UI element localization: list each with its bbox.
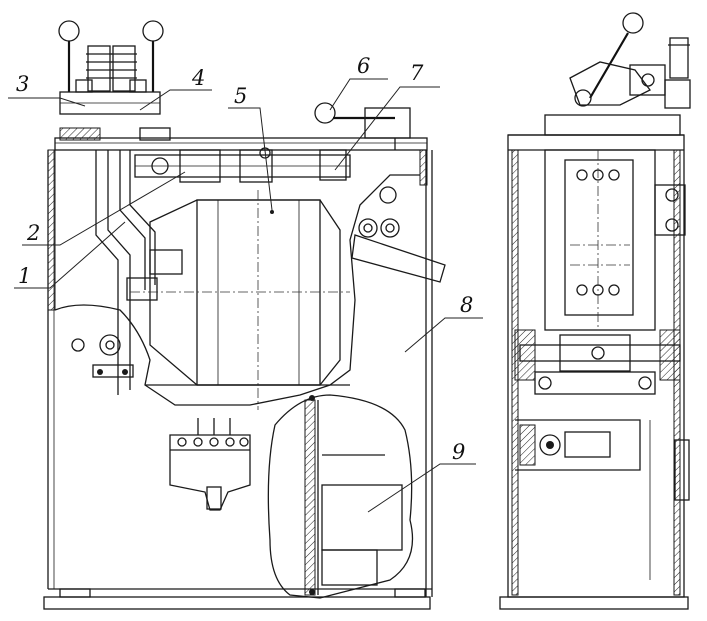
front-lower-mechanism xyxy=(71,334,134,378)
callouts: 1 2 3 4 5 6 7 8 9 xyxy=(8,54,483,513)
front-operating-rod xyxy=(134,147,351,183)
callout-7: 7 xyxy=(410,61,424,85)
front-view xyxy=(43,20,446,610)
side-lever-mechanism xyxy=(569,12,691,109)
callout-2: 2 xyxy=(26,221,40,245)
side-view xyxy=(499,12,691,610)
front-manual-lever xyxy=(314,102,411,150)
front-base-plate xyxy=(43,596,431,610)
front-control-arm xyxy=(351,186,446,283)
front-insulators xyxy=(75,45,147,93)
front-terminal-block xyxy=(169,418,251,511)
callout-9: 9 xyxy=(452,440,465,464)
front-bus-bars xyxy=(95,150,183,395)
front-cabinet xyxy=(47,149,433,597)
callout-5: 5 xyxy=(234,84,247,108)
front-transformer-core xyxy=(130,190,350,410)
side-right-bolts xyxy=(654,184,686,236)
front-compartment-outline xyxy=(54,174,420,406)
side-inner-panel xyxy=(544,149,656,331)
front-resistor-compartment xyxy=(267,394,414,599)
side-base-plate xyxy=(499,596,689,610)
front-left-handles xyxy=(58,20,164,115)
callout-4: 4 xyxy=(191,66,205,90)
front-top-cover xyxy=(54,127,428,151)
side-shaft xyxy=(514,329,681,395)
callout-3: 3 xyxy=(16,72,29,96)
callout-8: 8 xyxy=(460,293,473,317)
side-lower-connector xyxy=(515,419,690,580)
callout-1: 1 xyxy=(18,264,31,288)
callout-6: 6 xyxy=(357,54,370,78)
